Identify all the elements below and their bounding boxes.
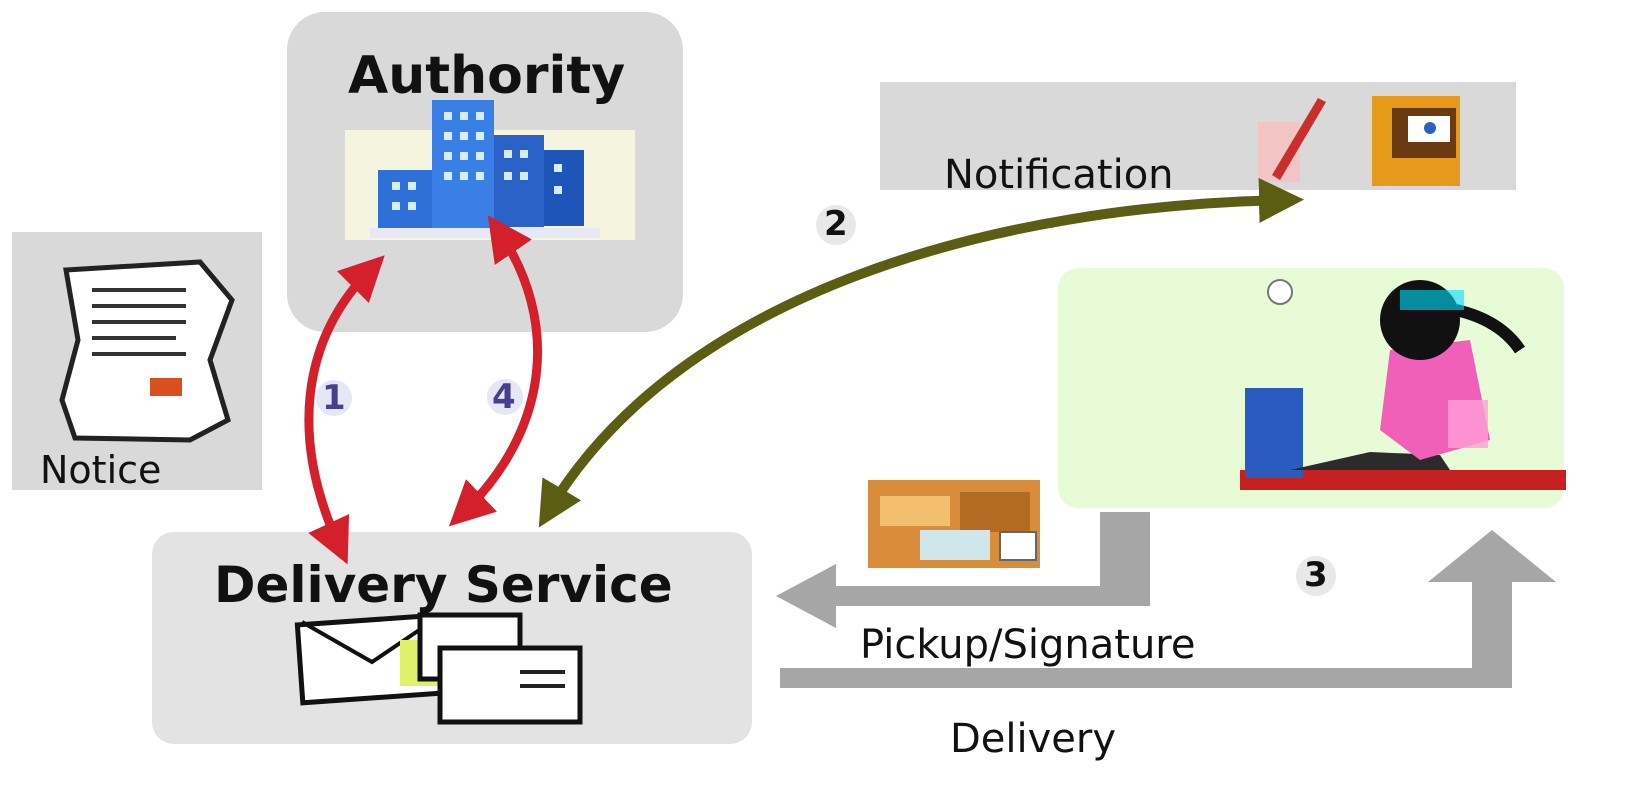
mailbox-icon	[1372, 96, 1460, 186]
step-2-number: 2	[824, 204, 848, 244]
pickup-signature-label: Pickup/Signature	[860, 622, 1196, 668]
authority-label: Authority	[348, 46, 626, 106]
document-notice-icon	[59, 259, 235, 443]
step-4-number: 4	[492, 377, 516, 417]
envelopes-icon	[294, 612, 583, 725]
step-3-number: 3	[1304, 555, 1328, 595]
step-2-arrow	[538, 177, 1304, 528]
delivery-arrow	[780, 530, 1556, 688]
notice-label: Notice	[40, 448, 162, 492]
step-4-arrow	[448, 215, 543, 527]
card-icon	[868, 480, 1040, 568]
pen-icon	[1258, 98, 1326, 182]
delivery-service-label: Delivery Service	[214, 556, 673, 614]
person-at-computer-icon	[1240, 279, 1566, 490]
delivery-label: Delivery	[950, 716, 1117, 762]
office-building-icon	[345, 100, 635, 240]
notification-label: Notification	[944, 152, 1174, 198]
step-1-number: 1	[322, 378, 346, 418]
step-1-arrow	[304, 255, 385, 565]
